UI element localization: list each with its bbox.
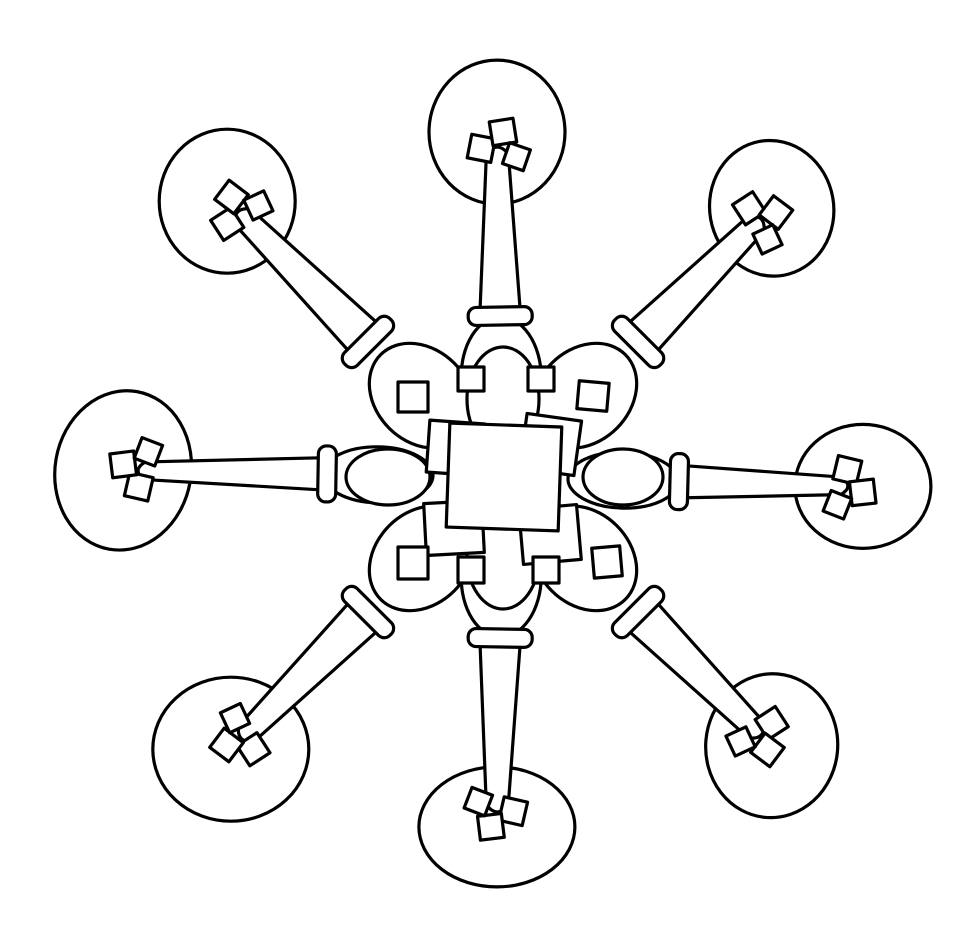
- claw-square: [753, 704, 790, 742]
- central-square: [444, 421, 564, 533]
- claw-square: [235, 731, 272, 768]
- claw-square: [751, 223, 784, 256]
- arm-local-frame: [459, 116, 543, 439]
- claw-square: [208, 726, 245, 764]
- collar-ring: [340, 314, 396, 370]
- claw-square: [213, 178, 250, 216]
- core-layer: [344, 345, 665, 611]
- joint-block: [526, 365, 556, 393]
- claw-square: [500, 141, 532, 173]
- arm-local-frame: [459, 515, 543, 842]
- claw-square: [487, 116, 519, 148]
- leg-shaft: [627, 214, 766, 353]
- claw-square: [209, 205, 246, 243]
- claw-square: [730, 190, 768, 227]
- collar-ring: [667, 451, 691, 512]
- collar-ring: [466, 305, 534, 328]
- claw-square: [497, 795, 530, 828]
- claw-square: [132, 435, 165, 468]
- inner-lobe: [344, 447, 432, 507]
- arm-top: [427, 58, 567, 439]
- joint-block: [575, 379, 611, 413]
- claw-square: [757, 194, 795, 231]
- inner-lobe: [581, 447, 665, 507]
- claw-square: [462, 785, 495, 818]
- claw-square: [108, 449, 139, 480]
- arm-top-left: [157, 127, 476, 450]
- arm-top-right: [530, 138, 836, 450]
- claw-square: [465, 132, 497, 164]
- claw-square: [242, 189, 275, 222]
- claw-square: [821, 488, 854, 521]
- leg-shaft: [233, 207, 379, 353]
- joint-block: [396, 380, 430, 414]
- joint-block: [396, 545, 430, 581]
- collar-ring: [610, 584, 666, 640]
- joint-block: [531, 555, 561, 585]
- collar-ring: [610, 314, 666, 370]
- claw-square: [724, 725, 757, 758]
- claw-square: [218, 701, 252, 735]
- claw-square: [475, 811, 506, 842]
- collar-ring: [340, 584, 396, 640]
- arms-layer: [53, 58, 933, 889]
- collar-ring: [466, 626, 534, 649]
- claw-square: [749, 731, 786, 769]
- arm-bottom: [417, 515, 577, 889]
- arm-bottom-right: [530, 504, 840, 820]
- claw-square: [122, 470, 155, 503]
- claw-square: [831, 453, 864, 487]
- joint-block: [456, 555, 486, 585]
- collar-ring: [316, 444, 338, 504]
- claw-square: [847, 477, 878, 508]
- joint-block: [456, 365, 486, 393]
- joint-block: [590, 544, 624, 580]
